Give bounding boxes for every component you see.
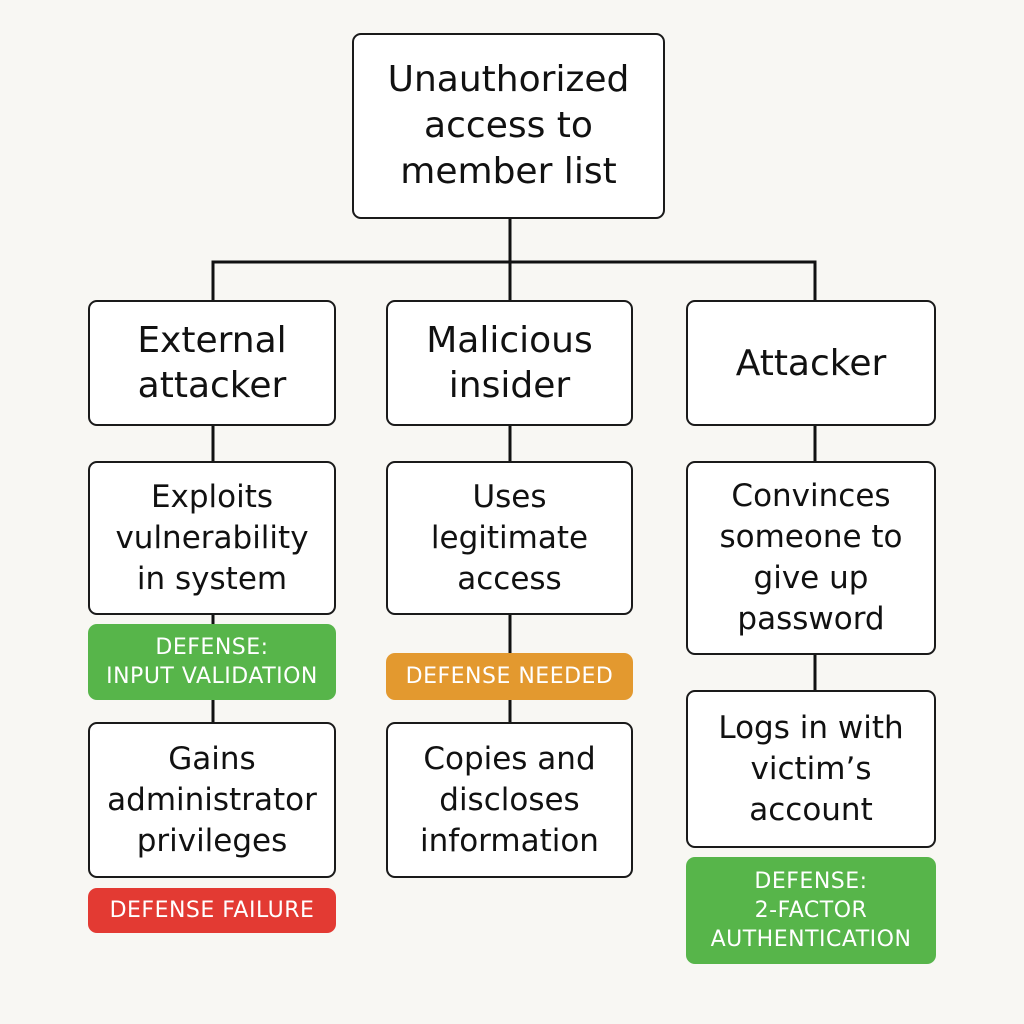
defense-label: DEFENSE FAILURE [109, 898, 315, 923]
actor-label: External attacker [137, 320, 287, 406]
step-node-exploits-vulnerability: Exploits vulnerability in system [88, 461, 336, 615]
step-node-uses-legitimate-access: Uses legitimate access [386, 461, 633, 615]
step-node-convinces-someone: Convinces someone to give up password [686, 461, 936, 655]
actor-node-malicious-insider: Malicious insider [386, 300, 633, 426]
step-label: Convinces someone to give up password [719, 478, 903, 637]
defense-badge-input-validation: DEFENSE: INPUT VALIDATION [88, 624, 336, 700]
step-label: Logs in with victim’s account [718, 709, 904, 828]
defense-badge-failure: DEFENSE FAILURE [88, 888, 336, 933]
defense-label: DEFENSE NEEDED [405, 664, 614, 689]
step-label: Uses legitimate access [430, 478, 589, 597]
root-node: Unauthorized access to member list [352, 33, 665, 219]
defense-badge-2fa: DEFENSE: 2-FACTOR AUTHENTICATION [686, 857, 936, 964]
step-label: Gains administrator privileges [107, 740, 317, 859]
actor-label: Malicious insider [426, 320, 593, 406]
defense-label: DEFENSE: 2-FACTOR AUTHENTICATION [710, 869, 912, 952]
step-node-logs-in-with-victim-account: Logs in with victim’s account [686, 690, 936, 848]
actor-node-external-attacker: External attacker [88, 300, 336, 426]
actor-label: Attacker [735, 342, 887, 384]
defense-label: DEFENSE: INPUT VALIDATION [106, 635, 318, 689]
step-label: Exploits vulnerability in system [115, 478, 309, 597]
step-label: Copies and discloses information [420, 740, 599, 859]
root-node-label: Unauthorized access to member list [387, 59, 630, 192]
defense-badge-needed: DEFENSE NEEDED [386, 653, 633, 700]
actor-node-attacker: Attacker [686, 300, 936, 426]
step-node-copies-and-discloses: Copies and discloses information [386, 722, 633, 878]
step-node-gains-admin-privileges: Gains administrator privileges [88, 722, 336, 878]
